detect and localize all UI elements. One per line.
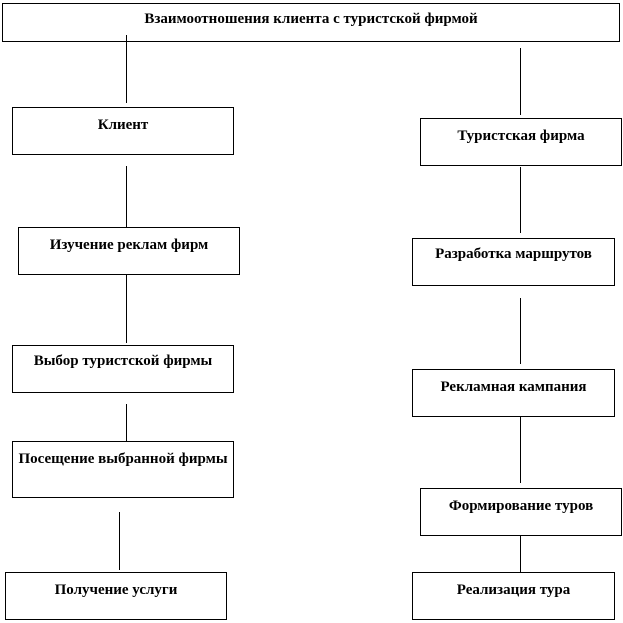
ad-campaign-box: Рекламная кампания <box>412 369 615 417</box>
tourist-firm-box: Туристская фирма <box>420 118 622 166</box>
visit-firm-box: Посещение выбранной фирмы <box>12 441 234 498</box>
choose-firm-box: Выбор туристской фирмы <box>12 345 234 393</box>
connector <box>520 167 521 233</box>
study-ads-box: Изучение реклам фирм <box>18 227 240 275</box>
connector <box>126 273 127 343</box>
connector <box>520 536 521 573</box>
tour-formation-box: Формирование туров <box>420 488 622 536</box>
title-box: Взаимоотношения клиента с туристской фир… <box>2 3 620 42</box>
connector <box>126 404 127 443</box>
connector <box>520 298 521 364</box>
connector <box>126 35 127 103</box>
connector <box>520 417 521 483</box>
connector <box>119 512 120 570</box>
connector <box>126 166 127 228</box>
client-box: Клиент <box>12 107 234 155</box>
route-development-box: Разработка маршрутов <box>412 238 615 286</box>
receive-service-box: Получение услуги <box>5 572 227 620</box>
connector <box>520 48 521 115</box>
tour-sale-box: Реализация тура <box>412 572 615 620</box>
